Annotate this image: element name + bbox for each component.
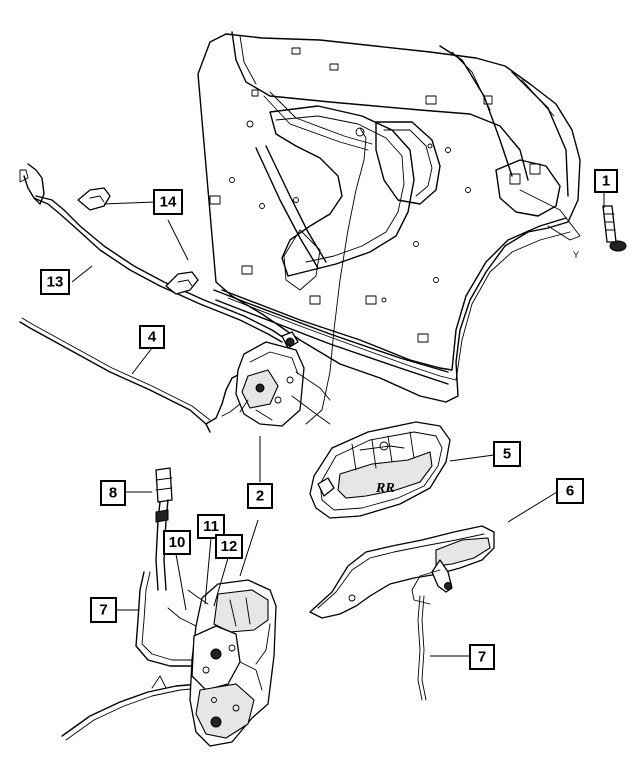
part-2-latch-lower xyxy=(167,579,277,747)
callout-10-label: 10 xyxy=(169,534,186,551)
callout-12-label: 12 xyxy=(221,538,238,555)
part-14-clips xyxy=(77,187,199,295)
leader-lines xyxy=(71,192,605,657)
part-1-bolt xyxy=(602,205,627,252)
callout-4-label: 4 xyxy=(148,329,157,346)
door-inner-panel: Y xyxy=(197,31,581,425)
part-5-inside-handle: RR xyxy=(309,421,451,519)
callout-13-label: 13 xyxy=(47,274,64,291)
part-13-handle-cable xyxy=(19,163,299,349)
callout-7-left-label: 7 xyxy=(99,602,107,619)
callout-1: 1 xyxy=(594,169,618,193)
callout-14-label: 14 xyxy=(160,194,177,211)
callout-2: 2 xyxy=(247,483,273,509)
part-4-rod xyxy=(19,317,245,433)
door-mark-letter: Y xyxy=(573,250,579,260)
callout-8: 8 xyxy=(100,480,126,506)
callout-4: 4 xyxy=(139,325,165,349)
callout-13: 13 xyxy=(40,269,70,295)
callout-5-label: 5 xyxy=(503,446,511,463)
callout-2-label: 2 xyxy=(256,488,264,505)
part-6-outside-handle xyxy=(309,525,495,701)
callout-5: 5 xyxy=(493,441,521,467)
callout-10: 10 xyxy=(163,530,191,555)
handle-rr-marking: RR xyxy=(375,481,395,496)
callout-7-right-label: 7 xyxy=(478,649,486,666)
callout-11-label: 11 xyxy=(203,518,219,535)
callout-6: 6 xyxy=(556,478,584,504)
part-7-left-rod xyxy=(61,571,203,741)
callout-1-label: 1 xyxy=(602,173,610,190)
callout-14: 14 xyxy=(153,189,183,215)
callout-6-label: 6 xyxy=(566,483,574,500)
part-8-actuator-rod xyxy=(155,467,173,591)
callout-11: 11 xyxy=(197,514,225,539)
panel-fastener-holes xyxy=(209,47,493,343)
part-2-latch-upper xyxy=(221,341,331,427)
callout-7-left: 7 xyxy=(90,597,117,623)
callout-12: 12 xyxy=(215,534,243,559)
callout-7-right: 7 xyxy=(469,644,495,670)
callout-8-label: 8 xyxy=(109,485,117,502)
